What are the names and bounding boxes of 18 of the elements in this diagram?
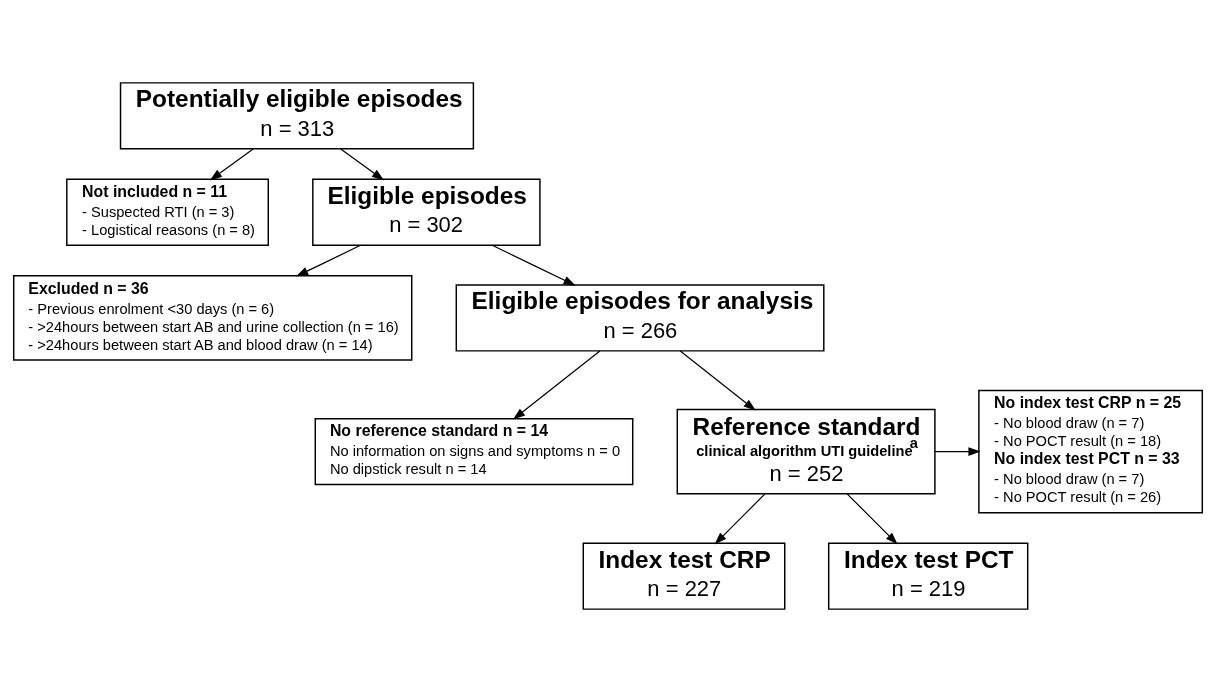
node-box: Eligible episodes for analysis n = 266 [455, 283, 825, 352]
node-box: No index test CRP n = 25 - No blood draw (n = 7) - No POCT result (n = 18) No index test PCT n = 33 - No blood draw (n = 7) - No POCT result (n = 26) [978, 389, 1204, 513]
node-box: Eligible episodes n = 302 [312, 178, 541, 246]
arrow [491, 244, 576, 286]
arrow [296, 244, 362, 276]
arrow [679, 349, 756, 411]
arrow [209, 147, 254, 180]
node-box: Potentially eligible episodes n = 313 [119, 81, 475, 150]
arrow [934, 446, 981, 456]
node-box: Not included n = 11 - Suspected RTI (n = 3) - Logistical reasons (n = 8) [66, 178, 269, 246]
arrow [714, 492, 766, 544]
arrow [340, 147, 385, 180]
node-box: Index test CRP n = 227 [582, 541, 786, 610]
arrow [512, 349, 601, 420]
node-box: Index test PCT n = 219 [827, 541, 1029, 610]
node-box: No reference standard n = 14 No information on signs and symptoms n = 0 No dipstick result n = 14 [314, 417, 634, 485]
node-box: Excluded n = 36 - Previous enrolment <30 days (n = 6) - >24hours between start AB and urine collection (n = 16) - >24hours between start AB and blood draw (n = 14) [12, 274, 413, 361]
arrow [846, 492, 898, 544]
